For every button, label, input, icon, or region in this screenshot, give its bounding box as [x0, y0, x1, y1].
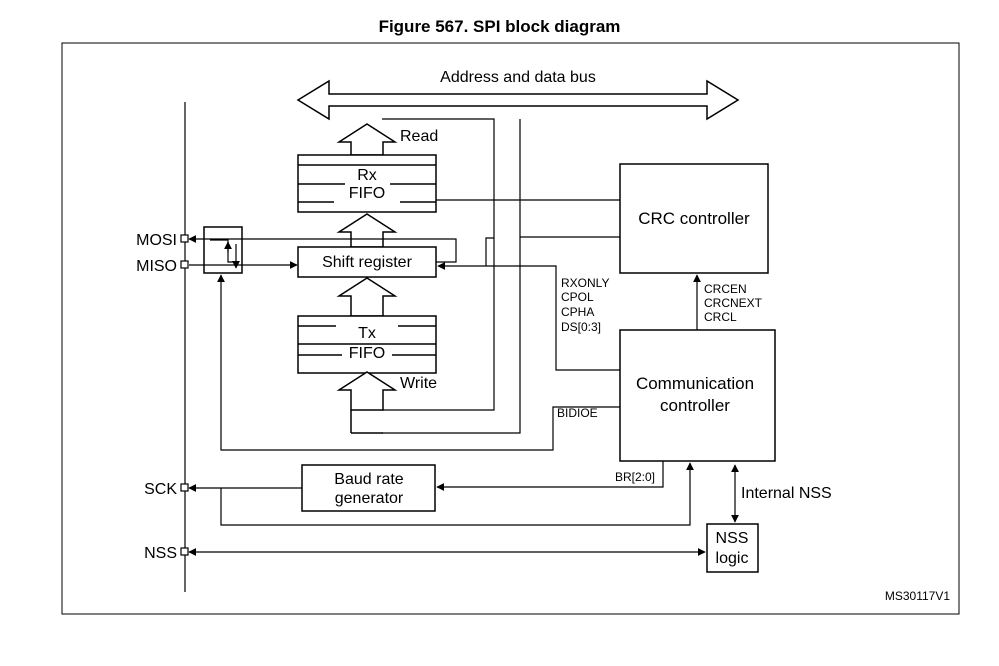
nss-logic-label: NSS [716, 530, 749, 547]
nss-pin [180, 547, 189, 556]
rx-fifo-label: Rx [357, 167, 377, 184]
crc-controller-label: CRC controller [638, 209, 750, 228]
shift-register [297, 246, 437, 278]
figure-id: MS30117V1 [885, 589, 950, 603]
tx-to-shift-arrow [336, 277, 398, 317]
sck-pin [180, 483, 189, 492]
crcl-label: CRCL [704, 310, 737, 324]
communication-controller [619, 329, 776, 462]
bidioe-wire [217, 274, 620, 451]
tx-fifo: Tx FIFO [297, 315, 437, 374]
rxonly-label: RXONLY [561, 276, 609, 290]
write-label: Write [400, 375, 437, 392]
baud-rate-sublabel: generator [335, 490, 404, 507]
rx-fifo-sublabel: FIFO [349, 185, 385, 202]
write-arrow [336, 371, 398, 411]
comm-controller-label: Communication [636, 374, 754, 393]
sck-label: SCK [144, 481, 177, 498]
crcen-label: CRCEN [704, 282, 747, 296]
control-to-shift-wire [437, 262, 620, 371]
address-data-bus [296, 79, 740, 121]
mosi-label: MOSI [136, 232, 177, 249]
bus-label: Address and data bus [440, 69, 596, 86]
mosi-pin [180, 234, 189, 243]
miso-label: MISO [136, 258, 177, 275]
tx-fifo-label: Tx [358, 325, 376, 342]
nss-logic [706, 523, 759, 573]
miso-pin [180, 260, 189, 269]
mosi-wire [188, 235, 457, 263]
br-label: BR[2:0] [615, 470, 655, 484]
br-wire [436, 461, 664, 491]
io-mux-box [203, 226, 243, 274]
crcnext-label: CRCNEXT [704, 296, 763, 310]
nss-label: NSS [144, 545, 177, 562]
outer-frame [61, 42, 960, 615]
bus-to-rxfifo-wire [382, 118, 495, 411]
bus-to-comm-wire [382, 119, 521, 434]
baud-rate-label: Baud rate [334, 471, 403, 488]
crc-controller [619, 163, 769, 274]
nss-logic-sublabel: logic [716, 550, 749, 567]
cpol-label: CPOL [561, 290, 594, 304]
tx-fifo-sublabel: FIFO [349, 345, 385, 362]
bus-to-shift-wire [485, 237, 494, 266]
shift-register-label: Shift register [322, 254, 412, 271]
figure-title: Figure 567. SPI block diagram [378, 17, 621, 36]
read-arrow [336, 123, 398, 156]
read-label: Read [400, 128, 438, 145]
sck-feedback-wire [220, 462, 694, 526]
baud-rate-generator [301, 464, 436, 512]
shift-to-rx-arrow [336, 213, 398, 248]
ds-label: DS[0:3] [561, 320, 601, 334]
cpha-label: CPHA [561, 305, 594, 319]
internal-nss-label: Internal NSS [741, 485, 832, 502]
comm-controller-sublabel: controller [660, 396, 730, 415]
bidioe-label: BIDIOE [557, 406, 598, 420]
rx-fifo: Rx FIFO [297, 154, 437, 213]
